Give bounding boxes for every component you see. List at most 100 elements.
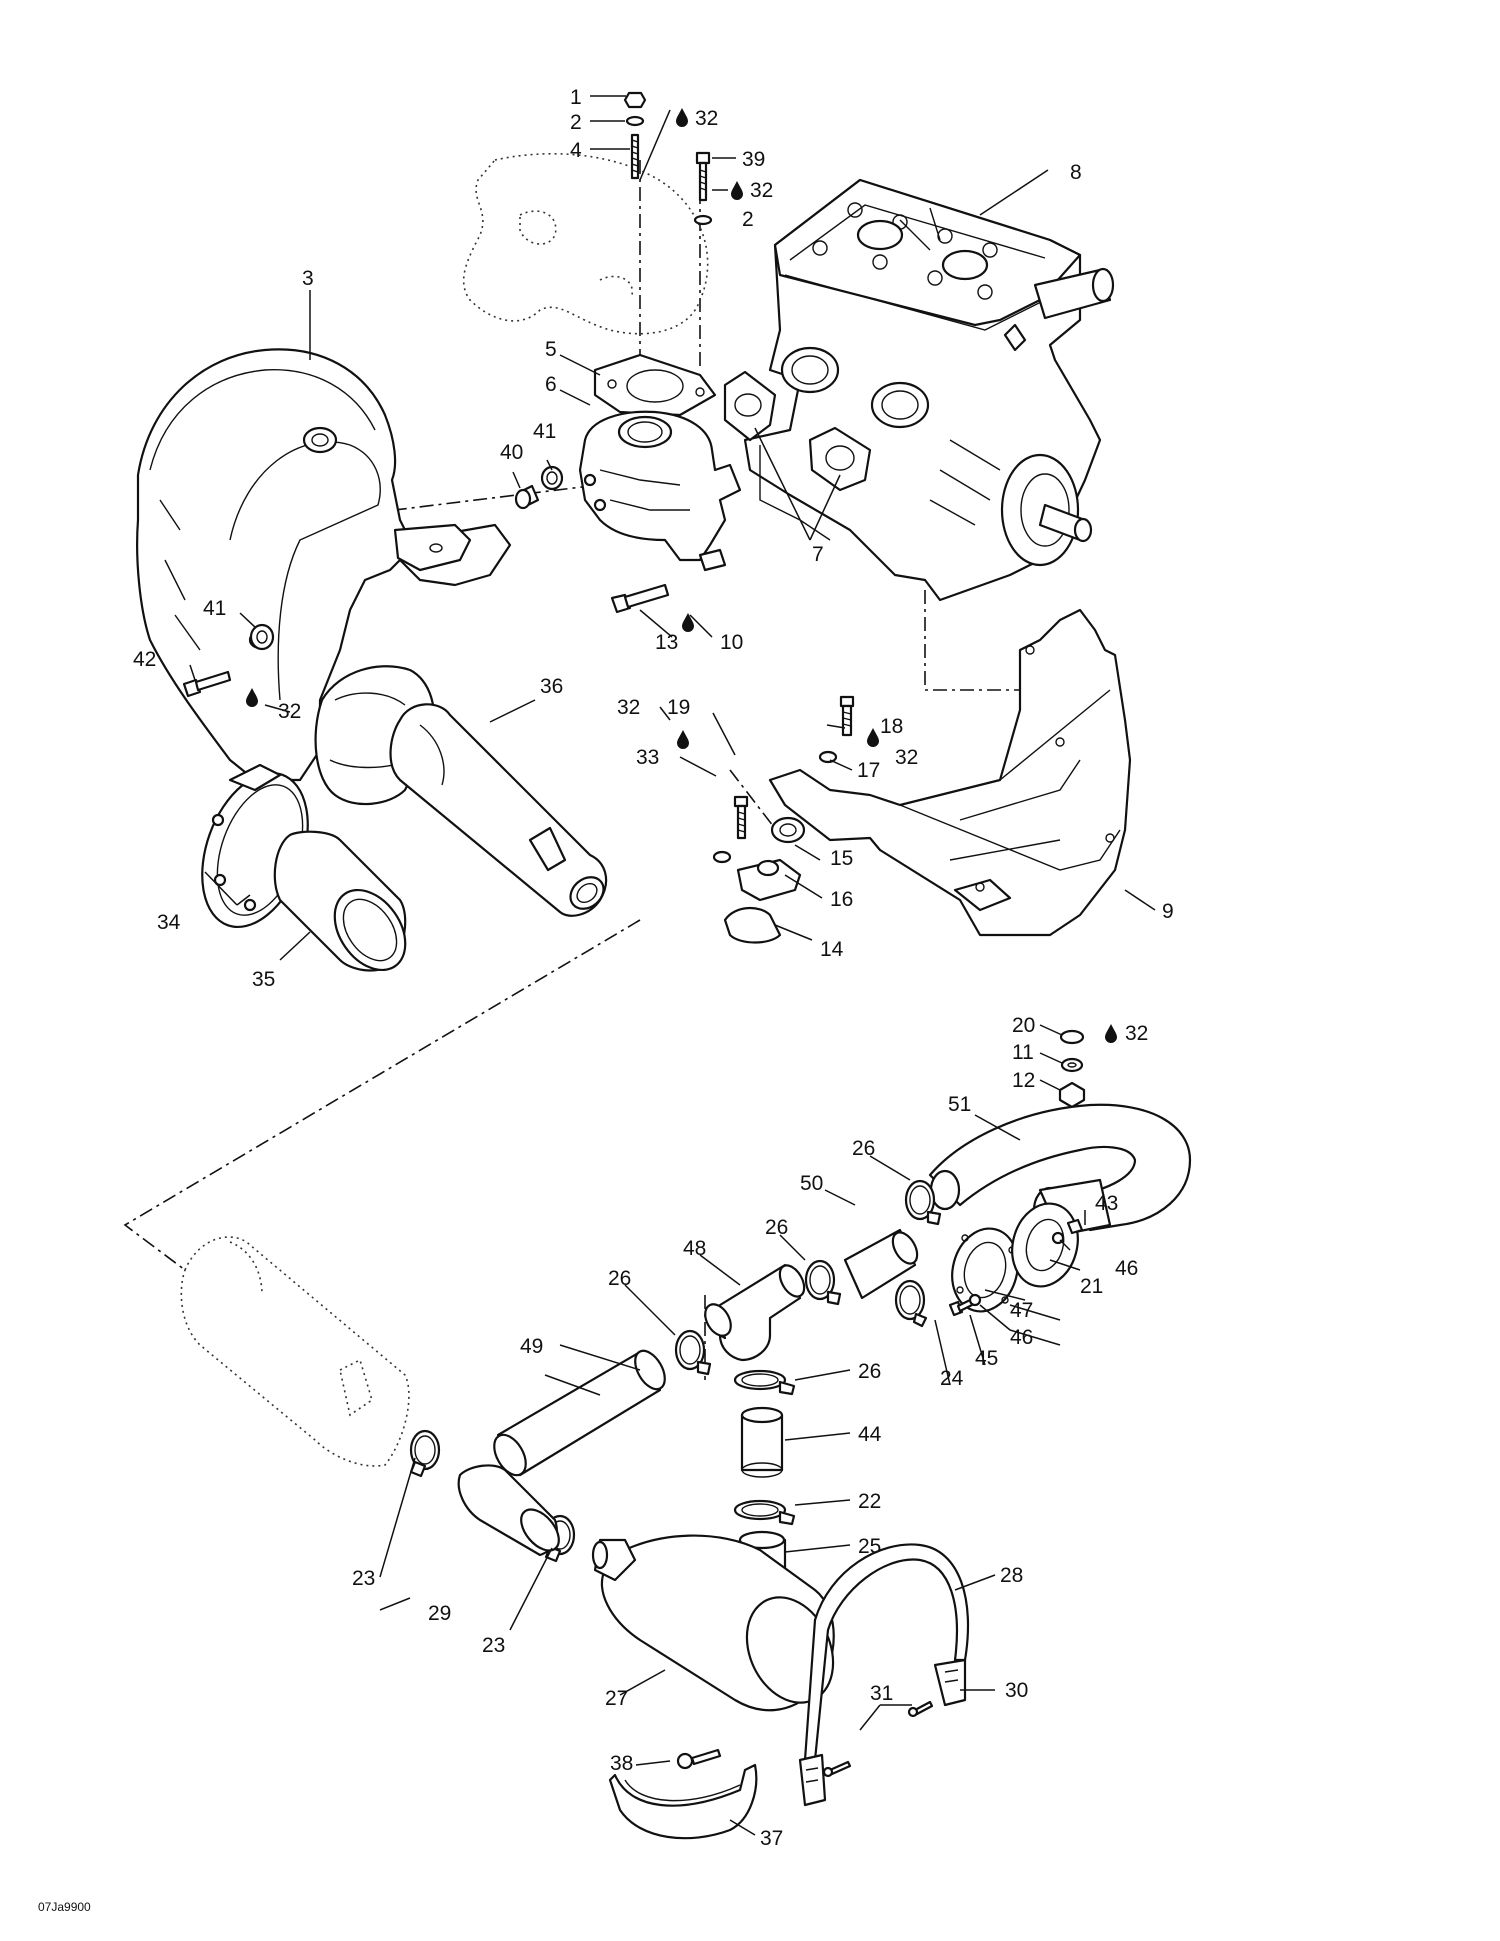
grommet-41-low bbox=[249, 623, 275, 651]
drop-icon bbox=[676, 108, 688, 127]
callout-11: 11 bbox=[1012, 1041, 1034, 1064]
callout-29: 29 bbox=[428, 1602, 451, 1625]
callout-23: 23 bbox=[352, 1567, 375, 1590]
callout-22: 22 bbox=[858, 1490, 881, 1513]
callout-45: 45 bbox=[975, 1347, 998, 1370]
hose-50 bbox=[843, 1228, 919, 1300]
strap-lower bbox=[798, 1753, 827, 1807]
callout-39: 39 bbox=[742, 148, 765, 171]
callout-40: 40 bbox=[500, 441, 523, 464]
bracket-37 bbox=[608, 1763, 758, 1840]
callout-3: 3 bbox=[302, 267, 314, 290]
callout-32: 32 bbox=[695, 107, 718, 130]
callout-35: 35 bbox=[252, 968, 275, 991]
drop-icon bbox=[682, 613, 694, 632]
drop-icon bbox=[867, 728, 879, 747]
fasteners-top bbox=[623, 91, 713, 226]
phantom-tuned-pipe bbox=[180, 1236, 410, 1467]
callout-32: 32 bbox=[278, 700, 301, 723]
strap-30 bbox=[933, 1658, 967, 1707]
phantom-exhaust-pipe bbox=[462, 152, 709, 335]
callout-18: 18 bbox=[880, 715, 903, 738]
callout-6: 6 bbox=[545, 373, 557, 396]
callout-32: 32 bbox=[617, 696, 640, 719]
hose-49 bbox=[493, 1349, 666, 1477]
callout-50: 50 bbox=[800, 1172, 823, 1195]
small-hardware bbox=[948, 1218, 1084, 1317]
callout-51: 51 bbox=[948, 1093, 971, 1116]
exhaust-gasket-5 bbox=[593, 353, 717, 417]
callout-23: 23 bbox=[482, 1634, 505, 1657]
callout-27: 27 bbox=[605, 1687, 628, 1710]
callout-43: 43 bbox=[1095, 1192, 1118, 1215]
outlet-fitting-21 bbox=[1011, 1202, 1079, 1288]
callout-25: 25 bbox=[858, 1535, 881, 1558]
callout-30: 30 bbox=[1005, 1679, 1028, 1702]
callout-5: 5 bbox=[545, 338, 557, 361]
engine-support-9 bbox=[768, 608, 1132, 937]
bolt-13 bbox=[610, 583, 670, 614]
hose-clamps bbox=[409, 1179, 942, 1563]
callout-4: 4 bbox=[570, 139, 582, 162]
callout-46: 46 bbox=[1010, 1326, 1033, 1349]
callout-9: 9 bbox=[1162, 900, 1174, 923]
callout-26: 26 bbox=[858, 1360, 881, 1383]
callout-46: 46 bbox=[1115, 1257, 1138, 1280]
callout-41: 41 bbox=[203, 597, 226, 620]
cone-pipe-36 bbox=[389, 703, 608, 917]
callout-31: 31 bbox=[870, 1682, 893, 1705]
strap-28 bbox=[803, 1543, 970, 1762]
bolt-42 bbox=[182, 670, 232, 698]
outlet-flange-47 bbox=[951, 1227, 1019, 1313]
callout-15: 15 bbox=[830, 847, 853, 870]
callout-24: 24 bbox=[940, 1367, 964, 1390]
callout-36: 36 bbox=[540, 675, 563, 698]
callout-2: 2 bbox=[570, 111, 582, 134]
pins-31 bbox=[822, 1700, 934, 1778]
callout-44: 44 bbox=[858, 1423, 882, 1446]
callout-13: 13 bbox=[655, 631, 678, 654]
mount-parts bbox=[712, 695, 1086, 1109]
callout-20: 20 bbox=[1012, 1014, 1035, 1037]
callout-19: 19 bbox=[667, 696, 690, 719]
tee-fitting-48 bbox=[704, 1263, 806, 1362]
callout-32: 32 bbox=[1125, 1022, 1148, 1045]
engine-8 bbox=[743, 178, 1115, 602]
hose-29 bbox=[457, 1464, 560, 1557]
callout-17: 17 bbox=[857, 759, 880, 782]
callout-33: 33 bbox=[636, 746, 659, 769]
callout-26: 26 bbox=[852, 1137, 875, 1160]
hose-44 bbox=[740, 1406, 784, 1478]
callout-12: 12 bbox=[1012, 1069, 1035, 1092]
callout-21: 21 bbox=[1080, 1275, 1103, 1298]
callout-8: 8 bbox=[1070, 161, 1082, 184]
callout-38: 38 bbox=[610, 1752, 633, 1775]
figure-reference: 07Ja9900 bbox=[38, 1900, 91, 1914]
callout-7: 7 bbox=[812, 543, 824, 566]
callout-42: 42 bbox=[133, 648, 156, 671]
drop-icon bbox=[1105, 1024, 1117, 1043]
gaskets-7 bbox=[723, 370, 872, 492]
exhaust-adapter-6 bbox=[578, 410, 742, 572]
callout-34: 34 bbox=[157, 911, 181, 934]
leader-lines bbox=[189, 95, 1156, 1836]
callout-10: 10 bbox=[720, 631, 743, 654]
drop-icon bbox=[677, 730, 689, 749]
callout-32: 32 bbox=[895, 746, 918, 769]
callout-1: 1 bbox=[570, 86, 582, 109]
grommet-41-top bbox=[540, 465, 564, 491]
callout-41: 41 bbox=[533, 420, 556, 443]
callout-14: 14 bbox=[820, 938, 844, 961]
sleeve-35 bbox=[273, 830, 407, 972]
bolt-38 bbox=[676, 1748, 722, 1770]
callout-32: 32 bbox=[750, 179, 773, 202]
callout-26: 26 bbox=[765, 1216, 788, 1239]
callout-37: 37 bbox=[760, 1827, 783, 1850]
spacer-40 bbox=[514, 484, 540, 510]
callout-47: 47 bbox=[1010, 1299, 1033, 1322]
callout-49: 49 bbox=[520, 1335, 543, 1358]
callout-48: 48 bbox=[683, 1237, 706, 1260]
callout-16: 16 bbox=[830, 888, 853, 911]
callout-2: 2 bbox=[742, 208, 754, 231]
